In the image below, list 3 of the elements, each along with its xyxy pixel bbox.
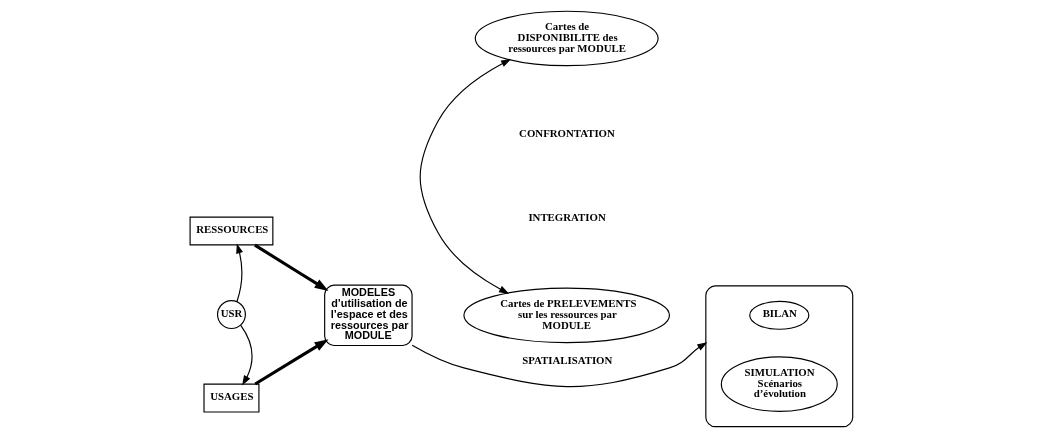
label: CONFRONTATION	[519, 127, 615, 140]
label: INTEGRATION	[528, 210, 606, 223]
edge-label: SPATIALISATION	[522, 354, 613, 367]
